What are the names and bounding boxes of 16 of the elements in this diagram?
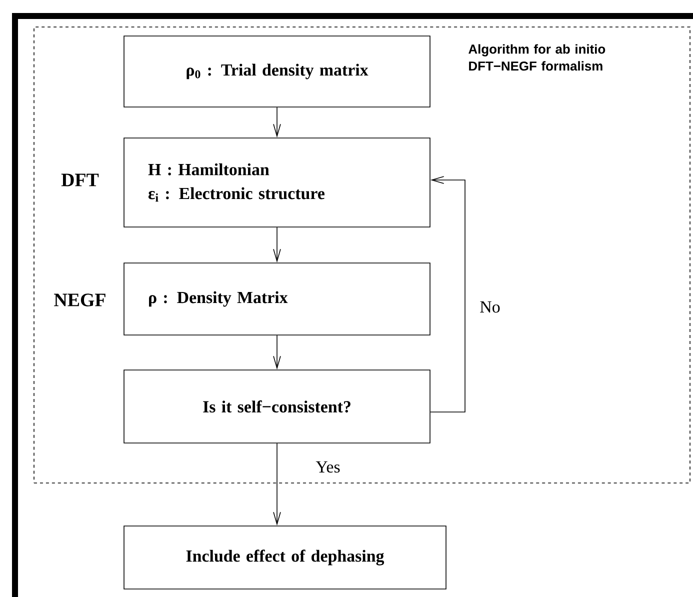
heading: Algorithm for ab initio DFT−NEGF formalism xyxy=(468,44,606,71)
process-box: Is it self−consistent? xyxy=(124,370,430,444)
arrow xyxy=(273,443,281,526)
arrow xyxy=(273,107,281,138)
edge-label: Yes xyxy=(316,461,340,473)
process-box: H : Hamiltonian ε$_{i}$ : Electronic structure xyxy=(124,138,430,228)
arrow xyxy=(273,227,281,263)
process-box: Include effect of dephasing xyxy=(124,526,446,590)
arrow xyxy=(273,335,281,370)
stage-label: DFT xyxy=(61,174,99,186)
stage-label: NEGF xyxy=(54,294,106,306)
edge-label: No xyxy=(480,301,500,313)
arrow xyxy=(430,176,466,412)
dashed-group-frame xyxy=(34,26,690,484)
process-box: ρ$_{0}$ : Trial density matrix xyxy=(124,36,430,108)
process-box: ρ : Density Matrix xyxy=(124,262,430,336)
